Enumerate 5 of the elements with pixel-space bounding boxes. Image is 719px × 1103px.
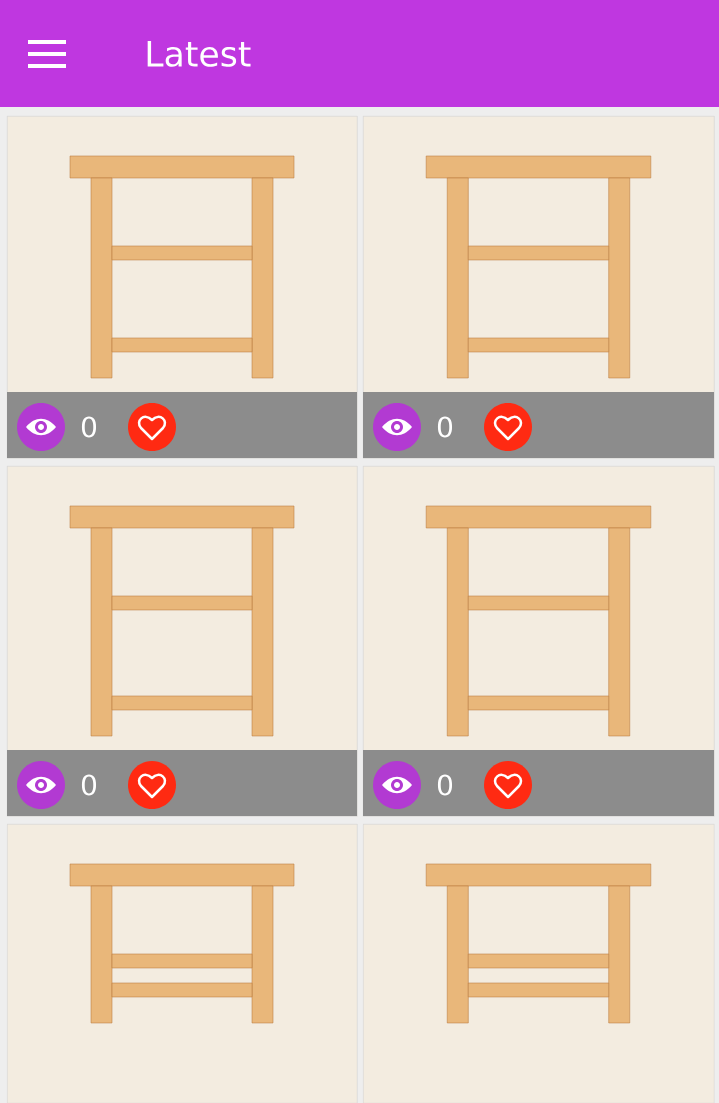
view-count: 0	[81, 416, 97, 438]
page-title: Latest	[147, 41, 251, 67]
view-count: 0	[81, 774, 97, 796]
view-count: 0	[437, 774, 453, 796]
view-count: 0	[437, 416, 453, 438]
